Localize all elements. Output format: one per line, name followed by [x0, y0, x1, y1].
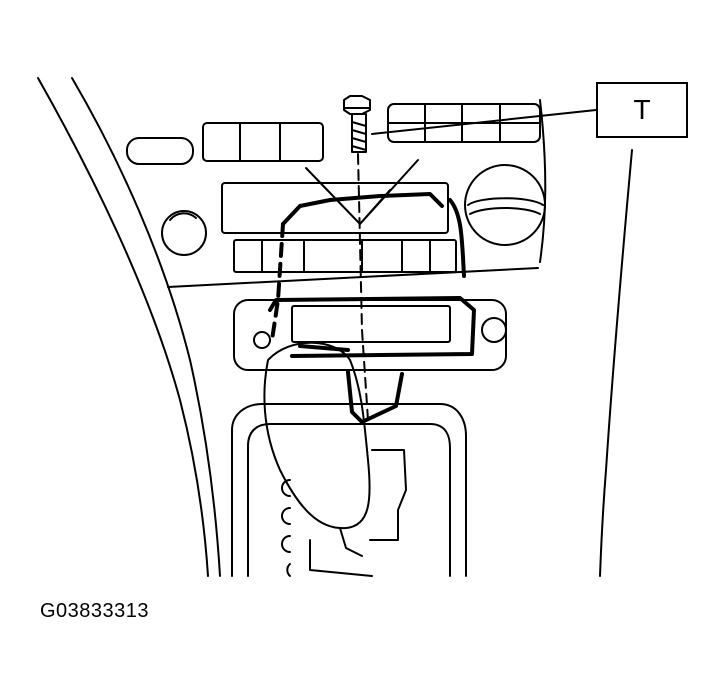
dash-right-edge [599, 149, 633, 577]
center-dash-line [357, 153, 369, 421]
trim-bracket-outline [281, 192, 444, 226]
lower-button-strip [233, 239, 457, 273]
radio-display-panel [221, 182, 449, 234]
callout-label: T [633, 94, 651, 125]
dash-left-inner-edge [71, 77, 221, 577]
figure-code: G03833313 [40, 600, 150, 622]
callout-box: T [596, 82, 688, 138]
callout-leader-line [371, 109, 597, 135]
button-left-oval [126, 137, 194, 165]
console-divider-line [167, 267, 539, 288]
ashtray-inner-panel [291, 305, 451, 343]
button-group-left [202, 122, 324, 162]
round-air-vent [464, 164, 546, 246]
clip-guide-lines [305, 159, 419, 225]
dash-right-inner-curve [539, 99, 547, 263]
dash-left-outer-edge [37, 77, 209, 577]
bolt-icon [343, 95, 371, 153]
left-knob [161, 210, 207, 256]
shifter-knob [263, 341, 371, 530]
